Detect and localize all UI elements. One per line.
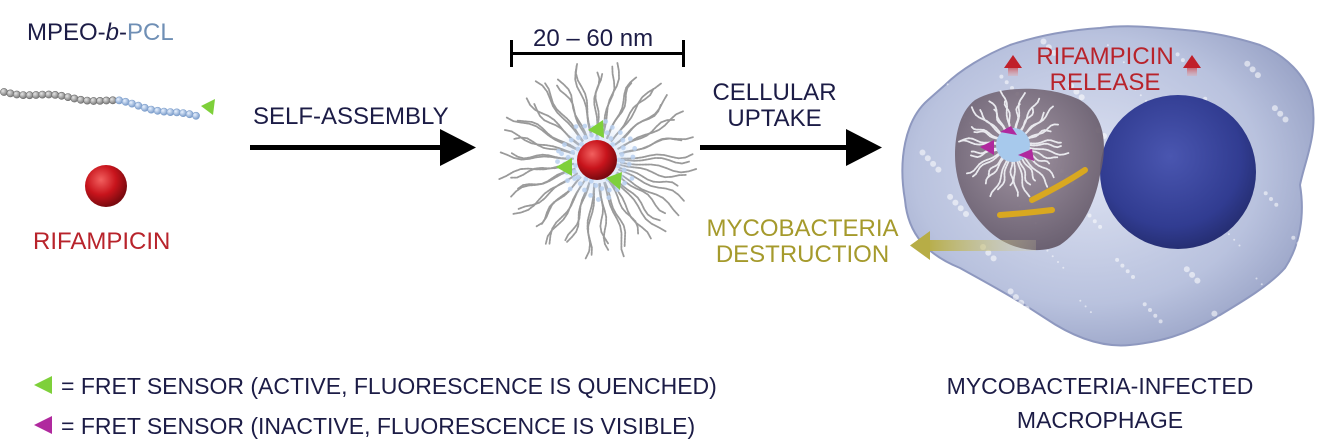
legend-active-sensor-icon bbox=[34, 376, 52, 394]
peo-bead bbox=[64, 93, 72, 101]
micelle-fret-sensor-active bbox=[588, 120, 604, 138]
micelle-strand bbox=[1026, 142, 1062, 149]
pcl-bead bbox=[192, 111, 200, 120]
cell-fret-sensor-inactive bbox=[980, 140, 994, 155]
macrophage-nucleus bbox=[1100, 95, 1256, 249]
phagosome bbox=[955, 88, 1104, 251]
cell-fret-sensor-inactive bbox=[1000, 126, 1017, 135]
micelle bbox=[498, 62, 698, 260]
pcl-bead bbox=[147, 105, 156, 114]
cell-fret-sensor-inactive bbox=[1018, 149, 1034, 161]
micelle-strand bbox=[965, 151, 1002, 175]
pcl-bead bbox=[160, 107, 168, 116]
micelle-rifampicin-core bbox=[577, 140, 617, 180]
legend-inactive-sensor-icon bbox=[34, 416, 52, 434]
pcl-bead bbox=[179, 109, 188, 117]
release-arrow-left-head bbox=[1004, 55, 1022, 68]
peo-bead bbox=[57, 91, 66, 100]
pcl-bead bbox=[115, 96, 124, 105]
rifampicin-label: RIFAMPICIN bbox=[33, 228, 171, 255]
peo-bead bbox=[76, 95, 85, 104]
cell-caption: MYCOBACTERIA-INFECTED MACROPHAGE bbox=[946, 373, 1254, 433]
rifampicin-sphere bbox=[85, 165, 127, 207]
release-arrow-right bbox=[1187, 64, 1197, 76]
micelle-fret-sensor-active bbox=[556, 158, 572, 176]
micelle-strand bbox=[1003, 100, 1012, 133]
micelle-strand bbox=[1017, 157, 1032, 186]
pcl-bead bbox=[172, 108, 181, 117]
pcl-bead bbox=[121, 97, 130, 106]
size-scale-bar bbox=[510, 40, 685, 67]
mycobacterium-rod bbox=[997, 207, 1055, 218]
peo-bead bbox=[70, 94, 79, 103]
peo-bead bbox=[51, 91, 60, 99]
micelle-strand bbox=[970, 147, 1001, 155]
pcl-bead bbox=[128, 99, 136, 108]
micelle-strand bbox=[979, 108, 1004, 137]
micelle-strand bbox=[970, 125, 1002, 140]
mycobacterium-rod bbox=[1029, 167, 1088, 203]
legend-active-text: = FRET SENSOR (ACTIVE, FLUORESCENCE IS Q… bbox=[61, 373, 717, 399]
peo-bead bbox=[12, 90, 21, 99]
chain-fret-sensor bbox=[201, 99, 215, 115]
micelle-fret-sensor-active bbox=[606, 172, 622, 190]
cellular-uptake-label: CELLULAR UPTAKE bbox=[712, 79, 837, 132]
micelle-strand bbox=[989, 157, 1009, 198]
pcl-bead bbox=[153, 106, 162, 115]
release-arrow-right-head bbox=[1183, 55, 1201, 68]
peo-bead bbox=[0, 88, 8, 96]
polymer-label: MPEO-b-PCL bbox=[27, 19, 174, 46]
micelle-strand bbox=[1022, 105, 1054, 137]
micelle-strand bbox=[973, 130, 1001, 141]
peo-bead bbox=[6, 89, 15, 98]
micelle-strand bbox=[1025, 146, 1070, 156]
macrophage-cell bbox=[901, 25, 1315, 347]
micelle-strand bbox=[1024, 123, 1059, 141]
micelle-strand bbox=[1018, 107, 1035, 134]
micelle-strand bbox=[1025, 129, 1052, 141]
micelle-strand bbox=[987, 154, 1005, 178]
self-assembly-arrow bbox=[250, 129, 476, 166]
pcl-bead bbox=[185, 110, 194, 119]
peo-bead bbox=[44, 90, 53, 99]
polymer-chain bbox=[0, 88, 200, 120]
pcl-bead bbox=[134, 101, 143, 110]
destruction-label: MYCOBACTERIA DESTRUCTION bbox=[706, 215, 899, 268]
micelle-size-label: 20 – 60 nm bbox=[533, 25, 654, 52]
micelle-strand bbox=[1020, 155, 1037, 182]
destruction-arrow bbox=[910, 231, 1036, 260]
micelle-strand bbox=[972, 152, 1003, 178]
self-assembly-label: SELF-ASSEMBLY bbox=[253, 103, 449, 130]
release-label: RIFAMPICIN RELEASE bbox=[1036, 43, 1174, 96]
pcl-bead bbox=[140, 103, 149, 112]
micelle-strand bbox=[984, 155, 1006, 185]
release-arrow-left bbox=[1008, 64, 1018, 76]
legend-inactive-text: = FRET SENSOR (INACTIVE, FLUORESCENCE IS… bbox=[61, 413, 696, 439]
micelle-strand bbox=[1015, 157, 1031, 199]
micelle-strand bbox=[1026, 139, 1063, 145]
cellular-uptake-arrow bbox=[700, 129, 882, 166]
micelle-strand bbox=[1014, 92, 1026, 133]
micelle-strand bbox=[1021, 154, 1049, 189]
peo-bead bbox=[83, 96, 92, 105]
peo-bead bbox=[32, 91, 40, 99]
micelle-strand bbox=[988, 100, 1008, 134]
micelle-strand bbox=[997, 157, 1010, 191]
peo-bead bbox=[96, 97, 104, 105]
micelle-strand bbox=[1012, 158, 1019, 197]
micelle-strand bbox=[1009, 158, 1015, 187]
